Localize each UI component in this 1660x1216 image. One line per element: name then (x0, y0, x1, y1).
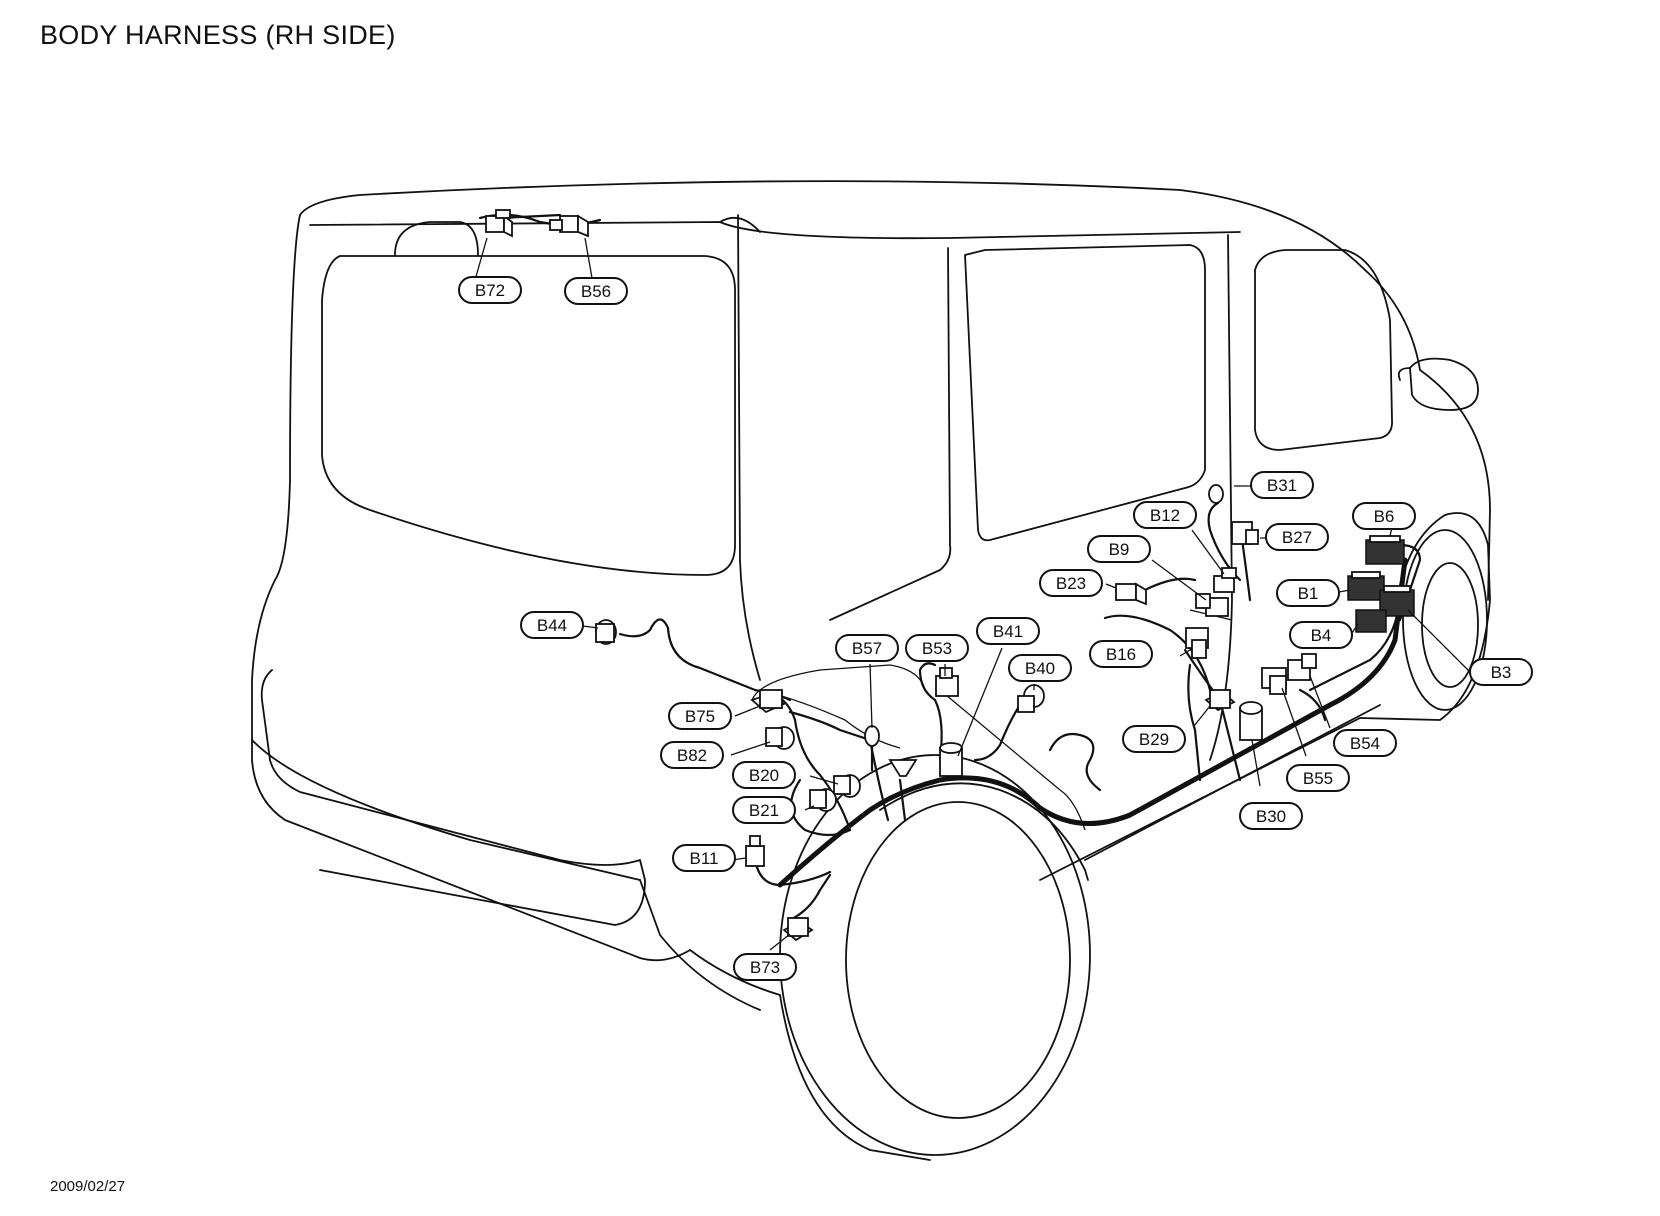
connector-b73-symbol (782, 917, 814, 942)
connector-b82-symbol (765, 726, 795, 750)
connector-b27-symbol (1231, 521, 1259, 545)
connector-b72-symbol (485, 209, 513, 238)
svg-text:B1: B1 (1298, 584, 1319, 603)
svg-text:B56: B56 (581, 282, 611, 301)
connector-label-b55: B55 (1286, 764, 1350, 792)
connector-b56-symbol (549, 214, 589, 238)
connector-label-b27: B27 (1265, 523, 1329, 551)
connector-b9-symbol (1195, 593, 1229, 617)
connector-label-b53: B53 (905, 634, 969, 662)
connector-label-b54: B54 (1333, 729, 1397, 757)
connector-b16-symbol (1185, 627, 1209, 659)
svg-text:B3: B3 (1491, 663, 1512, 682)
svg-text:B44: B44 (537, 616, 567, 635)
connector-label-b23: B23 (1039, 569, 1103, 597)
svg-text:B23: B23 (1056, 574, 1086, 593)
connector-label-b12: B12 (1133, 501, 1197, 529)
connector-label-b31: B31 (1250, 471, 1314, 499)
svg-text:B27: B27 (1282, 528, 1312, 547)
revision-date: 2009/02/27 (50, 1178, 126, 1195)
connector-b29-symbol (1204, 689, 1236, 712)
svg-text:B4: B4 (1311, 626, 1332, 645)
connector-label-b11: B11 (672, 844, 736, 872)
svg-text:B30: B30 (1256, 807, 1286, 826)
connector-b4-symbol (1355, 609, 1387, 633)
svg-text:B16: B16 (1106, 645, 1136, 664)
connector-b44-symbol (595, 619, 617, 645)
connector-b40-symbol (1017, 684, 1045, 713)
svg-text:B6: B6 (1374, 507, 1395, 526)
connector-b31-symbol (1208, 484, 1224, 504)
connector-b20-symbol (833, 774, 861, 798)
svg-text:B82: B82 (677, 746, 707, 765)
connector-b6-symbol (1365, 535, 1405, 565)
svg-text:B57: B57 (852, 639, 882, 658)
connector-label-b82: B82 (660, 741, 724, 769)
svg-text:B55: B55 (1303, 769, 1333, 788)
connector-label-b41: B41 (976, 617, 1040, 645)
connector-label-b6: B6 (1352, 502, 1416, 530)
svg-text:B41: B41 (993, 622, 1023, 641)
connector-b53-symbol (935, 667, 959, 697)
connector-label-b44: B44 (520, 611, 584, 639)
svg-text:B54: B54 (1350, 734, 1380, 753)
svg-text:B75: B75 (685, 707, 715, 726)
connector-label-b40: B40 (1008, 654, 1072, 682)
svg-text:B11: B11 (690, 849, 719, 868)
connector-label-b3: B3 (1469, 658, 1533, 686)
connector-label-b29: B29 (1122, 725, 1186, 753)
connector-b12-symbol (1213, 567, 1237, 593)
connector-label-b4: B4 (1289, 621, 1353, 649)
svg-text:B29: B29 (1139, 730, 1169, 749)
grommet-symbol (888, 759, 918, 777)
svg-text:B20: B20 (749, 766, 779, 785)
connector-b23-symbol (1115, 582, 1147, 606)
connector-label-b21: B21 (732, 796, 796, 824)
connector-label-b20: B20 (732, 761, 796, 789)
svg-text:B9: B9 (1109, 540, 1130, 559)
connector-b75-symbol (750, 689, 786, 714)
connector-b21-symbol (809, 788, 837, 812)
svg-text:B21: B21 (749, 801, 779, 820)
connector-label-b57: B57 (835, 634, 899, 662)
svg-text:B12: B12 (1150, 506, 1180, 525)
connector-b57-symbol (864, 725, 880, 760)
connector-b11-symbol (745, 835, 765, 867)
connector-b41-symbol (939, 742, 963, 777)
connector-label-b9: B9 (1087, 535, 1151, 563)
connector-label-b30: B30 (1239, 802, 1303, 830)
svg-text:B73: B73 (750, 958, 780, 977)
connector-label-b75: B75 (668, 702, 732, 730)
svg-text:B40: B40 (1025, 659, 1055, 678)
svg-text:B53: B53 (922, 639, 952, 658)
connector-symbols (485, 209, 1415, 942)
connector-label-b1: B1 (1276, 579, 1340, 607)
svg-text:B31: B31 (1267, 476, 1297, 495)
page-title: BODY HARNESS (RH SIDE) (40, 20, 396, 50)
connector-label-b16: B16 (1089, 640, 1153, 668)
harness-wiring (478, 213, 1422, 922)
connector-label-b73: B73 (733, 953, 797, 981)
connector-labels: B72 B56 B31 B12 B27 B6 B9 B23 (458, 276, 1533, 981)
connector-b1-symbol (1347, 571, 1385, 601)
connector-label-b72: B72 (458, 276, 522, 304)
connector-b30-symbol (1239, 701, 1263, 741)
svg-text:B72: B72 (475, 281, 505, 300)
connector-b54-symbol (1287, 653, 1317, 681)
connector-label-b56: B56 (564, 277, 628, 305)
